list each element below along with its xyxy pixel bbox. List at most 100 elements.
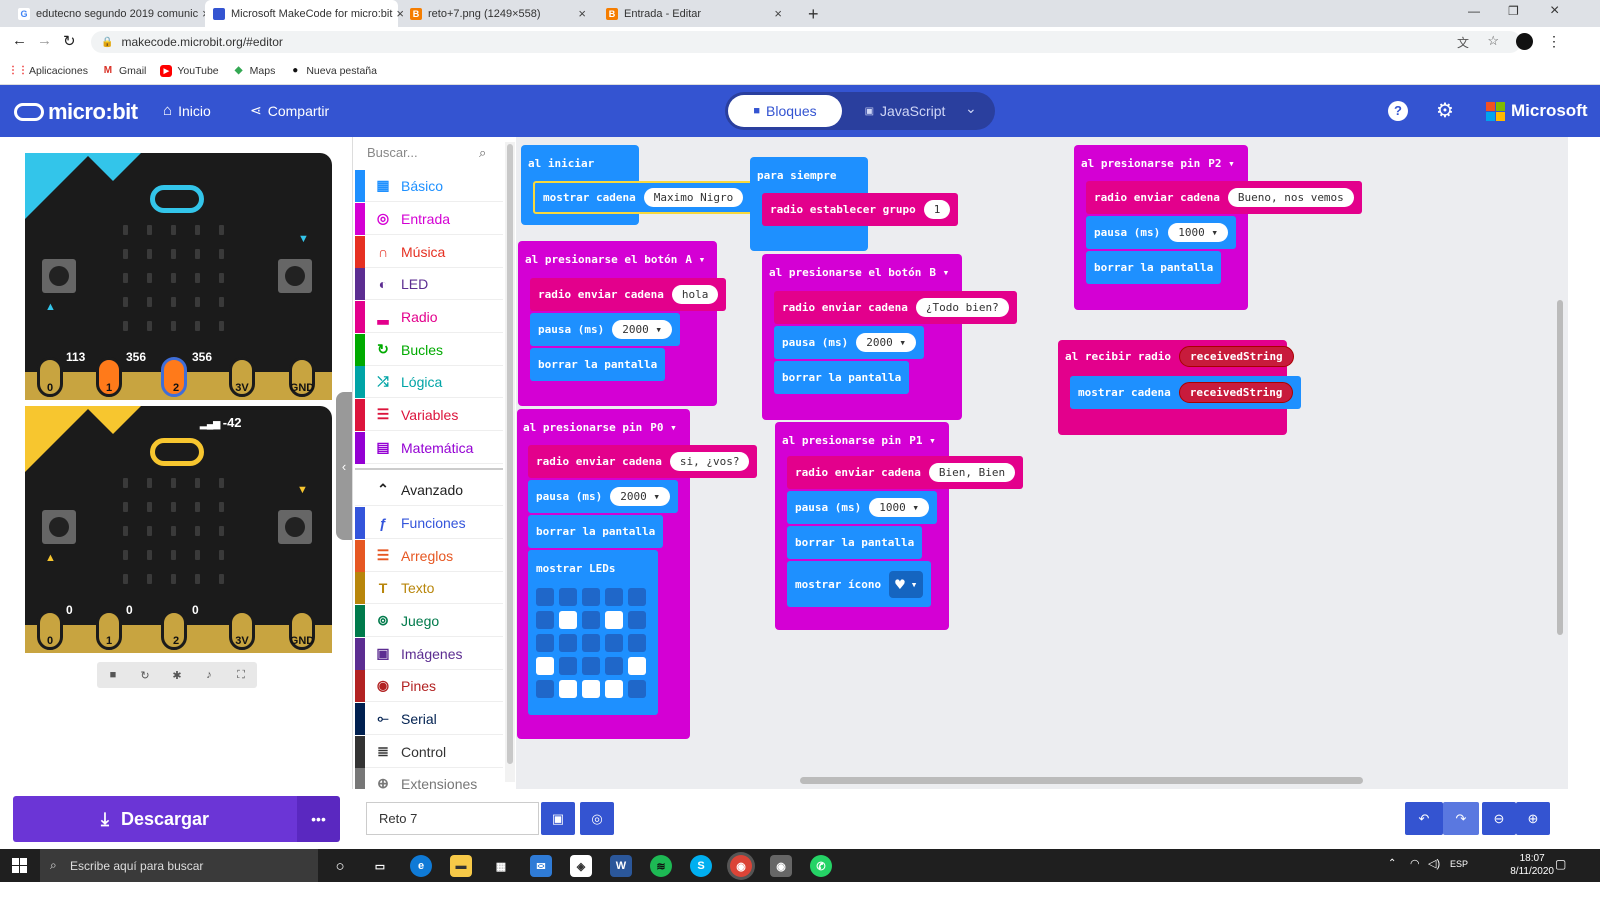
- chrome-app-icon[interactable]: ◉: [770, 855, 792, 877]
- workspace-horizontal-scrollbar[interactable]: [800, 777, 1363, 784]
- pin-1[interactable]: [96, 357, 122, 397]
- category-control[interactable]: ≣Control: [355, 735, 503, 768]
- microsoft-logo[interactable]: Microsoft: [1486, 101, 1588, 121]
- radio-send-string-block[interactable]: radio enviar cadena hola: [530, 278, 727, 311]
- led-cell[interactable]: [536, 588, 554, 606]
- show-leds-block[interactable]: mostrar LEDs: [528, 550, 658, 715]
- led-cell[interactable]: [582, 588, 600, 606]
- pin-0[interactable]: [37, 610, 63, 650]
- category-básico[interactable]: ▦Básico: [355, 169, 503, 202]
- led-cell[interactable]: [582, 634, 600, 652]
- clear-screen-block[interactable]: borrar la pantalla: [530, 348, 666, 381]
- pin-gnd[interactable]: [289, 357, 315, 397]
- redo-icon[interactable]: ↷: [1443, 802, 1479, 835]
- led-cell[interactable]: [536, 611, 554, 629]
- variable-pill[interactable]: receivedString: [1178, 382, 1294, 403]
- new-tab-button[interactable]: +: [808, 4, 819, 24]
- button-a[interactable]: [42, 259, 76, 293]
- led-cell[interactable]: [559, 611, 577, 629]
- undo-icon[interactable]: ↶: [1405, 802, 1443, 835]
- close-tab-icon[interactable]: ×: [578, 6, 586, 21]
- pause-block[interactable]: pausa (ms) 2000 ▾: [774, 326, 924, 359]
- translate-icon[interactable]: 文: [1456, 36, 1469, 50]
- download-more-button[interactable]: •••: [297, 796, 340, 842]
- string-value[interactable]: Bueno, nos vemos: [1227, 188, 1354, 207]
- browser-tab[interactable]: B reto+7.png (1249×558) ×: [402, 0, 594, 27]
- radio-send-string-block[interactable]: radio enviar cadena ¿Todo bien?: [774, 291, 1017, 324]
- chrome-icon[interactable]: ◉: [730, 855, 752, 877]
- group-value[interactable]: 1: [923, 200, 951, 219]
- pause-value[interactable]: 2000: [620, 490, 647, 503]
- radio-send-string-block[interactable]: radio enviar cadena Bien, Bien: [787, 456, 1024, 489]
- volume-icon[interactable]: ◁): [1428, 858, 1441, 870]
- restart-icon[interactable]: ↻: [140, 669, 150, 682]
- browser-tab[interactable]: B Entrada - Editar ×: [598, 0, 790, 27]
- pause-value[interactable]: 1000: [879, 501, 906, 514]
- led-cell[interactable]: [628, 588, 646, 606]
- zoom-in-icon[interactable]: ⊕: [1516, 802, 1550, 835]
- javascript-tab[interactable]: ▣JavaScript: [855, 95, 955, 127]
- mute-icon[interactable]: ♪: [206, 669, 212, 681]
- led-cell[interactable]: [536, 680, 554, 698]
- pin-dropdown[interactable]: P0 ▾: [650, 421, 677, 434]
- restore-icon[interactable]: ❐: [1508, 4, 1519, 18]
- led-cell[interactable]: [605, 588, 623, 606]
- category-arreglos[interactable]: ☰Arreglos: [355, 539, 503, 572]
- category-led[interactable]: ◐LED: [355, 267, 503, 300]
- pause-block[interactable]: pausa (ms) 2000 ▾: [530, 313, 680, 346]
- category-variables[interactable]: ☰Variables: [355, 398, 503, 431]
- led-cell[interactable]: [559, 680, 577, 698]
- stop-icon[interactable]: ■: [109, 669, 117, 681]
- pause-value[interactable]: 1000: [1178, 226, 1205, 239]
- clear-screen-block[interactable]: borrar la pantalla: [774, 361, 910, 394]
- led-cell[interactable]: [628, 611, 646, 629]
- debug-icon[interactable]: ✱: [172, 669, 182, 682]
- pin-gnd[interactable]: [289, 610, 315, 650]
- radio-send-string-block[interactable]: radio enviar cadena Bueno, nos vemos: [1086, 181, 1362, 214]
- forward-icon[interactable]: →: [37, 32, 52, 49]
- wifi-icon[interactable]: ◠: [1410, 858, 1420, 870]
- show-icon-block[interactable]: mostrar ícono ♥▾: [787, 561, 932, 607]
- category-imágenes[interactable]: ▣Imágenes: [355, 637, 503, 670]
- bookmark-maps[interactable]: ◆Maps: [233, 65, 276, 77]
- edge-icon[interactable]: e: [410, 855, 432, 877]
- button-b[interactable]: [278, 510, 312, 544]
- home-button[interactable]: ⌂Inicio: [163, 102, 211, 119]
- project-name-input[interactable]: Reto 7: [366, 802, 539, 835]
- help-icon[interactable]: ?: [1388, 101, 1408, 121]
- led-cell[interactable]: [536, 657, 554, 675]
- task-view-icon[interactable]: ▭: [374, 860, 386, 873]
- led-cell[interactable]: [628, 680, 646, 698]
- led-cell[interactable]: [582, 680, 600, 698]
- taskbar-search-input[interactable]: ⌕ Escribe aquí para buscar: [40, 849, 318, 882]
- minimize-icon[interactable]: —: [1468, 4, 1480, 18]
- string-value[interactable]: si, ¿vos?: [669, 452, 750, 471]
- url-field[interactable]: 🔒 makecode.microbit.org/#editor 文 ☆: [91, 31, 1521, 53]
- gear-icon[interactable]: ⚙: [1436, 100, 1454, 122]
- bookmark-new-tab[interactable]: ●Nueva pestaña: [289, 65, 377, 77]
- profile-avatar[interactable]: [1516, 33, 1533, 50]
- led-cell[interactable]: [536, 634, 554, 652]
- pause-block[interactable]: pausa (ms) 1000 ▾: [1086, 216, 1236, 249]
- led-cell[interactable]: [628, 634, 646, 652]
- category-avanzado[interactable]: ⌃Avanzado: [355, 474, 503, 506]
- blocks-workspace[interactable]: al iniciar mostrar cadena Maximo Nigro p…: [516, 137, 1568, 789]
- app-icon[interactable]: ◈: [570, 855, 592, 877]
- pin-2[interactable]: [161, 610, 187, 650]
- microbit-logo[interactable]: micro:bit: [14, 99, 138, 125]
- notifications-icon[interactable]: ▢: [1555, 857, 1567, 871]
- store-icon[interactable]: ▦: [495, 860, 507, 873]
- pin-dropdown[interactable]: P2 ▾: [1208, 157, 1235, 170]
- windows-start-icon[interactable]: [12, 858, 27, 873]
- led-cell[interactable]: [582, 611, 600, 629]
- show-string-block[interactable]: mostrar cadena receivedString: [1070, 376, 1302, 409]
- close-window-icon[interactable]: ×: [1550, 2, 1560, 19]
- chevron-up-icon[interactable]: ⌃: [1388, 858, 1397, 869]
- button-a[interactable]: [42, 510, 76, 544]
- whatsapp-icon[interactable]: ✆: [810, 855, 832, 877]
- back-icon[interactable]: ←: [12, 32, 27, 49]
- radio-send-string-block[interactable]: radio enviar cadena si, ¿vos?: [528, 445, 758, 478]
- mail-icon[interactable]: ✉: [530, 855, 552, 877]
